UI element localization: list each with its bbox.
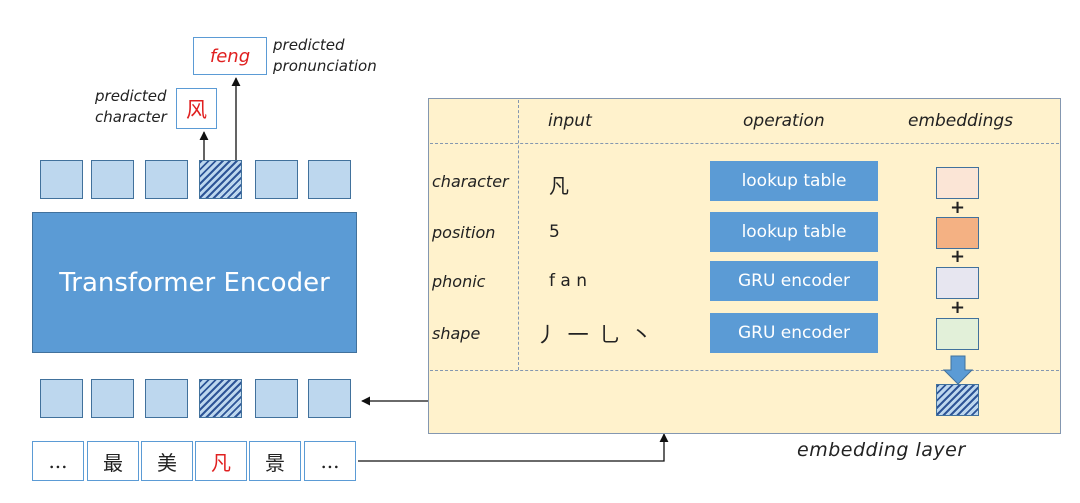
transformer-encoder: Transformer Encoder [32,212,357,353]
predicted-character-label: predicted character [95,86,167,128]
embedding-position [936,217,979,249]
row-name-phonic: phonic [432,272,486,291]
input-embedding-3 [145,379,188,418]
plus-sign-3: + [950,297,966,318]
token-4-highlighted: 凡 [195,441,247,481]
output-embedding-2 [91,160,134,199]
predicted-character-value: 风 [186,97,207,122]
output-embedding-6 [308,160,351,199]
predicted-pronunciation-box: feng [193,37,267,75]
row-input-shape: 丿 一 乚 丶 [536,323,655,347]
operation-lookup-table-position: lookup table [710,212,878,252]
operation-lookup-table-character: lookup table [710,161,878,201]
output-embedding-5 [255,160,298,199]
panel-column-divider [518,100,519,370]
row-input-phonic: f a n [549,271,587,291]
output-embedding-3 [145,160,188,199]
row-name-position: position [432,223,496,242]
character-label-line2: character [95,108,167,126]
header-input: input [548,111,592,131]
output-embedding-1 [40,160,83,199]
transformer-encoder-label: Transformer Encoder [59,267,330,298]
input-embedding-5 [255,379,298,418]
plus-sign-2: + [950,246,966,267]
pronunciation-label-line2: pronunciation [273,57,377,75]
input-embedding-1 [40,379,83,418]
row-name-shape: shape [432,324,481,343]
predicted-pronunciation-value: feng [209,45,251,67]
combined-embedding [936,384,979,416]
input-embedding-6 [308,379,351,418]
row-input-position: 5 [549,222,560,242]
panel-footer-divider [430,370,1059,371]
predicted-character-box: 风 [176,88,217,129]
token-1: ... [32,441,84,481]
token-6: ... [304,441,356,481]
input-embedding-masked [199,379,242,418]
row-input-character: 凡 [549,174,569,198]
embedding-shape [936,318,979,350]
output-embedding-masked [199,160,242,199]
input-embedding-2 [91,379,134,418]
predicted-pronunciation-label: predicted pronunciation [273,35,377,77]
embedding-layer-caption: embedding layer [797,439,966,461]
plus-sign-1: + [950,197,966,218]
operation-gru-encoder-phonic: GRU encoder [710,261,878,301]
token-2: 最 [87,441,139,481]
panel-header-divider [430,143,1059,144]
embedding-phonic [936,267,979,299]
row-name-character: character [432,172,509,191]
header-embeddings: embeddings [908,111,1013,131]
header-operation: operation [743,111,825,131]
token-3: 美 [141,441,193,481]
arrow-tokens-to-panel [358,433,669,462]
embedding-character [936,167,979,199]
token-5: 景 [249,441,301,481]
character-label-line1: predicted [95,87,167,105]
operation-gru-encoder-shape: GRU encoder [710,313,878,353]
pronunciation-label-line1: predicted [273,36,345,54]
